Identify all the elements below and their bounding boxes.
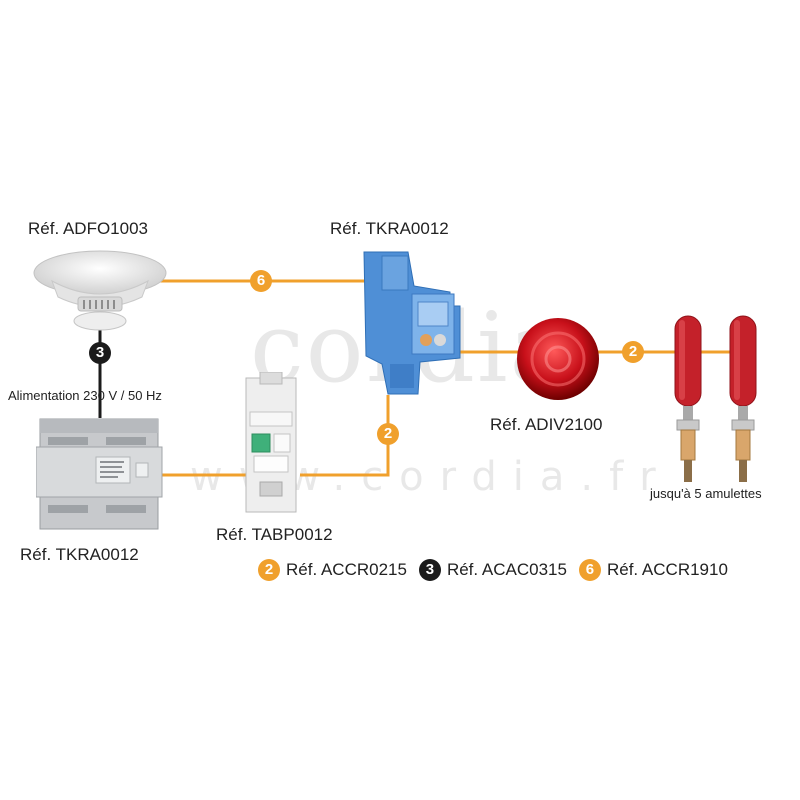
legend-badge: 2 [258,559,280,581]
legend-badge: 3 [418,559,441,581]
amulettes-label: jusqu'à 5 amulettes [650,486,762,501]
smoke-detector-icon [33,250,167,331]
power-supply-icon [36,418,163,530]
cable-badge-2-relay: 2 [377,423,399,445]
siren-label: Réf. ADIV2100 [490,415,603,434]
power-supply-label: Réf. TKRA0012 [20,545,139,564]
cable-legend: 2 Réf. ACCR0215 3 Réf. ACAC0315 6 Réf. A… [258,558,740,582]
relay-label: Réf. TKRA0012 [330,219,449,238]
legend-item: 6 Réf. ACCR1910 [578,559,728,581]
legend-item: 2 Réf. ACCR0215 [258,559,407,581]
legend-item: 3 Réf. ACAC0315 [418,559,567,581]
push-button-label: Réf. TABP0012 [216,525,333,544]
wire-relay-switch [300,395,390,477]
legend-badge: 6 [578,559,601,581]
legend-label: Réf. ACAC0315 [446,560,567,579]
flash-siren-icon [517,318,599,400]
push-button-icon [245,372,297,513]
legend-label: Réf. ACCR1910 [606,560,728,579]
relay-icon [363,251,461,395]
cable-badge-6: 6 [250,270,272,292]
cable-badge-3: 3 [89,342,111,364]
legend-label: Réf. ACCR0215 [286,560,407,579]
cable-badge-2-siren: 2 [622,341,644,363]
amulette-icon [674,315,702,482]
smoke-detector-label: Réf. ADFO1003 [28,219,149,238]
amulette-icon [729,315,757,482]
power-supply-text: Alimentation 230 V / 50 Hz [8,388,162,403]
